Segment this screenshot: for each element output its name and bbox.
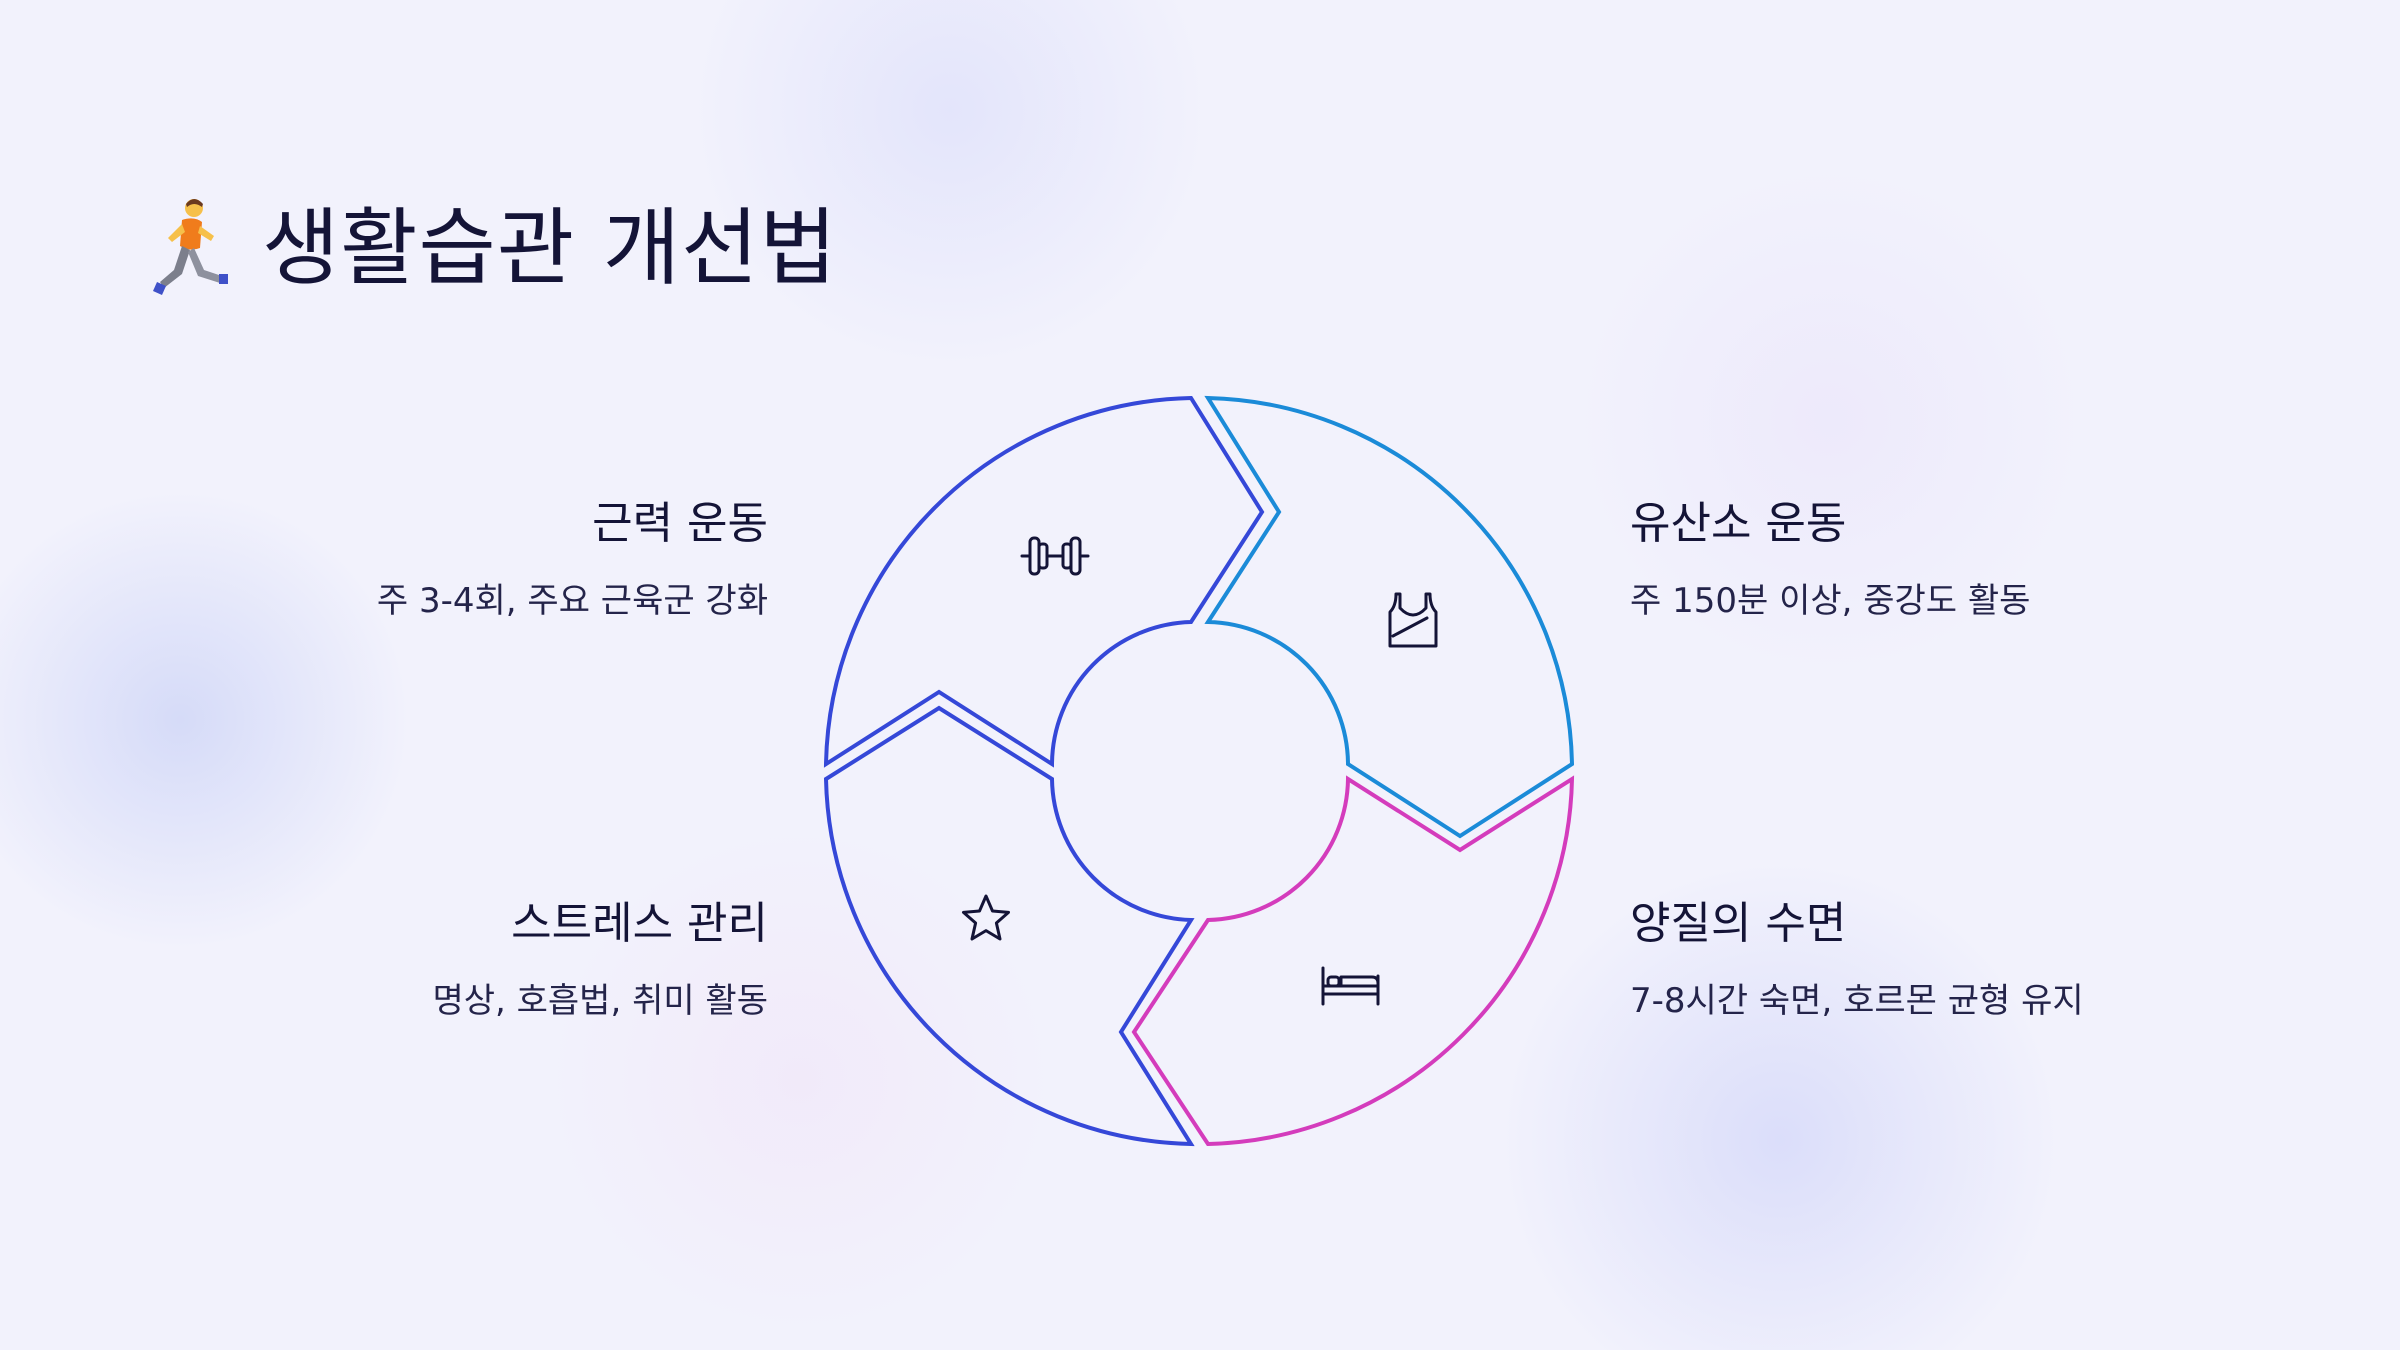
quality-sleep-title: 양질의 수면 (1630, 898, 1847, 949)
strength-segment (823, 395, 1265, 768)
quality-sleep-desc: 7-8시간 숙면, 호르몬 균형 유지 (1630, 981, 2084, 1021)
cardio-exercise-title: 유산소 운동 (1630, 498, 1847, 549)
tank-top-icon (1388, 592, 1438, 648)
strength-training-desc: 주 3-4회, 주요 근육군 강화 (376, 581, 768, 621)
sleep-segment (1131, 775, 1575, 1147)
bed-icon (1321, 966, 1380, 1006)
cardio-exercise-desc: 주 150분 이상, 중강도 활동 (1630, 581, 2031, 621)
strength-training-title: 근력 운동 (592, 498, 768, 549)
page-title-text: 생활습관 개선법 (262, 199, 838, 297)
quality-sleep-item: 양질의 수면 7-8시간 숙면, 호르몬 균형 유지 (1630, 898, 2150, 1022)
stress-management-item: 스트레스 관리 명상, 호흡법, 취미 활동 (248, 898, 768, 1022)
strength-training-item: 근력 운동 주 3-4회, 주요 근육군 강화 (248, 498, 768, 622)
page-title: 생활습관 개선법 (148, 196, 838, 300)
stress-management-title: 스트레스 관리 (511, 898, 768, 949)
cardio-segment (1204, 395, 1575, 839)
stress-management-desc: 명상, 호흡법, 취미 활동 (432, 981, 768, 1021)
cardio-exercise-item: 유산소 운동 주 150분 이상, 중강도 활동 (1630, 498, 2150, 622)
person-running-icon (153, 199, 228, 295)
star-icon (962, 894, 1010, 941)
dumbbell-icon (1020, 536, 1090, 576)
stress-segment (823, 705, 1195, 1147)
